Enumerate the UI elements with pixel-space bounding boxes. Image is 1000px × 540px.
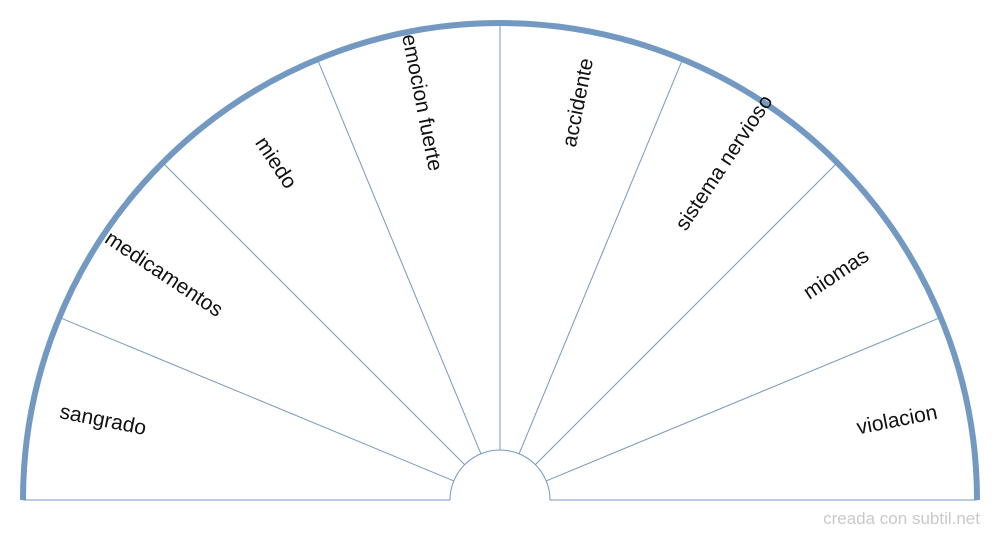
segment-divider — [546, 317, 939, 482]
segment-label: sistema nervioso — [671, 91, 778, 235]
segment-label: sangrado — [58, 400, 148, 440]
segment-label: miomas — [799, 244, 873, 304]
inner-hub-arc — [449, 449, 551, 501]
outer-arc — [20, 20, 980, 501]
credit-text: creada con subtil.net — [823, 509, 980, 528]
segment-divider — [518, 61, 683, 454]
segment-divider — [317, 61, 482, 454]
segment-label: miedo — [250, 133, 301, 193]
segment-divider — [163, 163, 465, 465]
segment-divider — [61, 317, 454, 482]
segment-labels: sangrado medicamentos miedo emocion fuerte a… — [58, 32, 940, 440]
segment-label: emocion fuerte — [397, 32, 447, 173]
segment-dividers — [61, 25, 939, 482]
segment-label: violacion — [855, 401, 940, 440]
segment-divider — [535, 163, 837, 465]
segment-label: accidente — [558, 56, 598, 149]
segment-label: medicamentos — [101, 227, 227, 322]
